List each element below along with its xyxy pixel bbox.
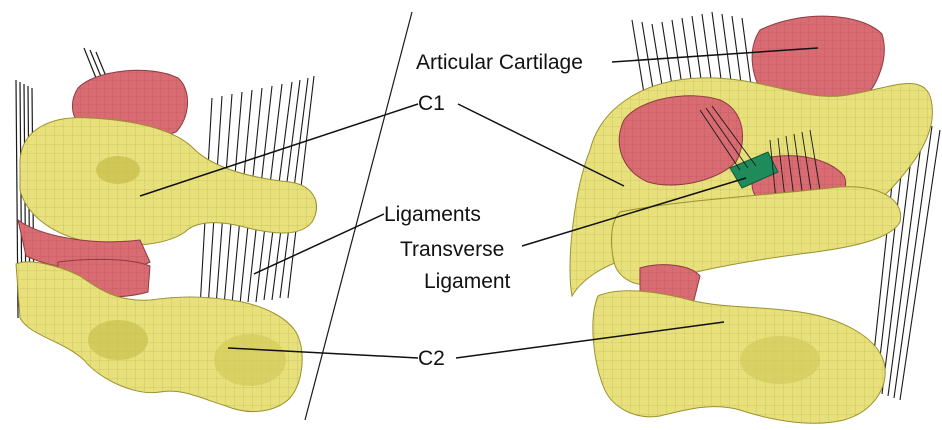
right-c2-vertebra <box>593 291 885 424</box>
right-model <box>570 12 940 423</box>
left-c2-shadow <box>88 320 148 360</box>
label-c2: C2 <box>418 347 445 370</box>
left-c1-foramen-shadow <box>96 156 140 184</box>
right-c1-articular-cartilage <box>619 96 742 185</box>
left-model <box>16 48 317 412</box>
label-ligaments: Ligaments <box>384 203 481 226</box>
label-transverse-line1: Transverse <box>400 238 504 261</box>
right-c2-shadow <box>740 336 820 384</box>
left-c1-vertebra <box>20 118 317 246</box>
left-c2-spinous-shadow <box>214 334 286 386</box>
label-transverse-line2: Ligament <box>424 270 511 293</box>
label-articular-cartilage: Articular Cartilage <box>416 51 583 74</box>
label-c1: C1 <box>418 92 445 115</box>
